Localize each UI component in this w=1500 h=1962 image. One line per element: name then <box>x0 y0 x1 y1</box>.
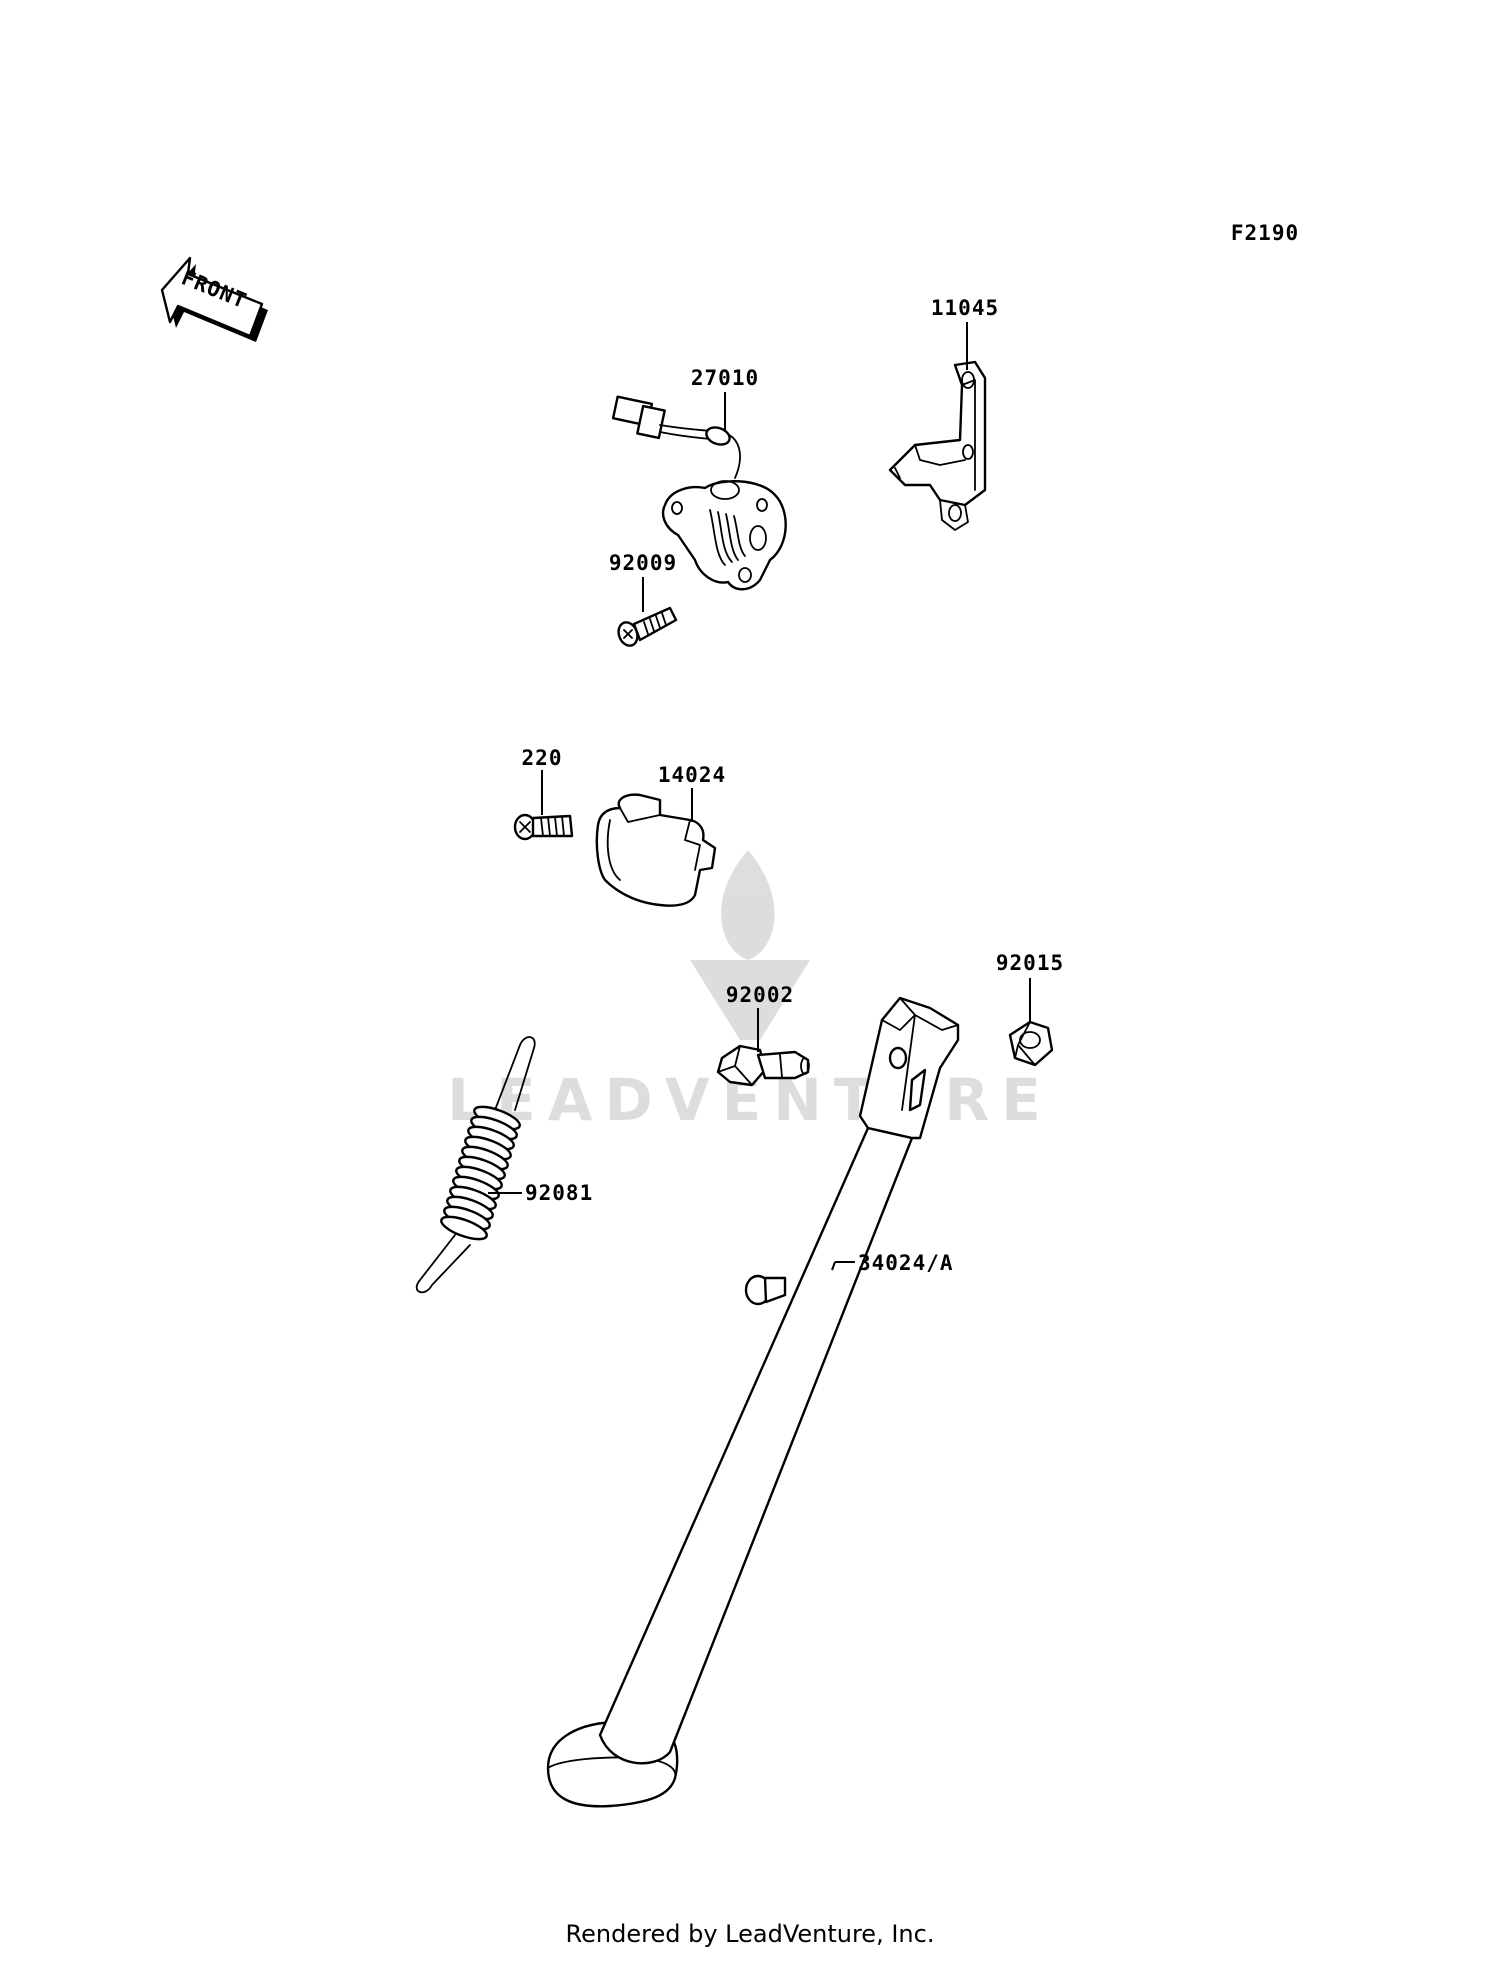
label-34024A: 34024/A <box>858 1251 954 1275</box>
figure-code: F2190 <box>1231 221 1299 245</box>
side-stand-34024A <box>546 996 960 1808</box>
front-arrow-icon: FRONT <box>160 256 268 342</box>
bracket-11045 <box>888 360 987 531</box>
footer-credit: Rendered by LeadVenture, Inc. <box>565 1920 935 1948</box>
spring-92081 <box>415 1036 536 1294</box>
nut-92015 <box>1008 1020 1054 1067</box>
label-14024: 14024 <box>658 763 726 787</box>
label-220: 220 <box>522 746 563 770</box>
screw-220 <box>513 813 574 841</box>
label-92081: 92081 <box>525 1181 593 1205</box>
cover-14024 <box>595 793 717 907</box>
switch-27010 <box>611 395 787 591</box>
screw-92009 <box>617 606 678 647</box>
bolt-92002 <box>716 1044 810 1087</box>
label-92015: 92015 <box>996 951 1064 975</box>
label-11045: 11045 <box>931 296 999 320</box>
label-92002: 92002 <box>726 983 794 1007</box>
label-92009: 92009 <box>609 551 677 575</box>
label-27010: 27010 <box>691 366 759 390</box>
